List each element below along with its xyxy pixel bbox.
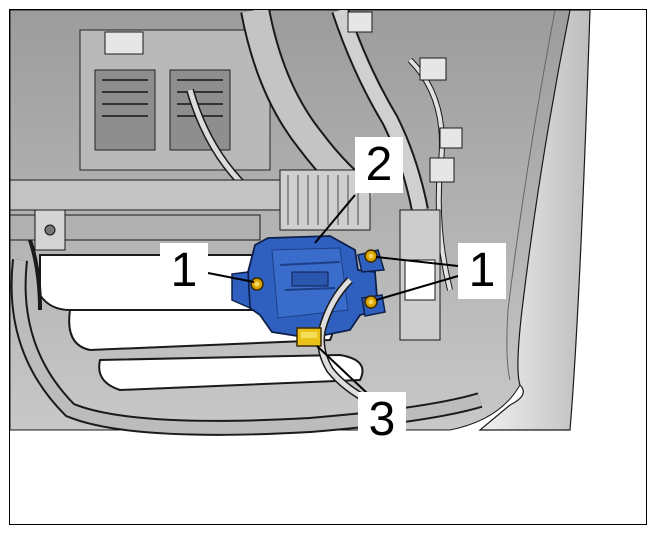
connector-3	[296, 327, 322, 347]
engine-bay-illustration	[10, 10, 591, 436]
bumper-edge	[478, 10, 591, 431]
callout-2: 2	[355, 137, 403, 193]
bolt-lower-right	[364, 295, 378, 309]
bolt-upper-right	[364, 249, 378, 263]
callout-label: 2	[365, 138, 393, 191]
callout-label: 3	[368, 393, 396, 446]
callout-1-right: 1	[458, 243, 506, 299]
callout-3: 3	[358, 392, 406, 448]
callout-label: 1	[170, 244, 198, 297]
callout-1-left: 1	[160, 243, 208, 299]
callout-label: 1	[468, 244, 496, 297]
diagram-frame: 1 2 1 3	[9, 9, 647, 525]
bolt-left	[250, 277, 264, 291]
leader-lines	[207, 194, 459, 395]
